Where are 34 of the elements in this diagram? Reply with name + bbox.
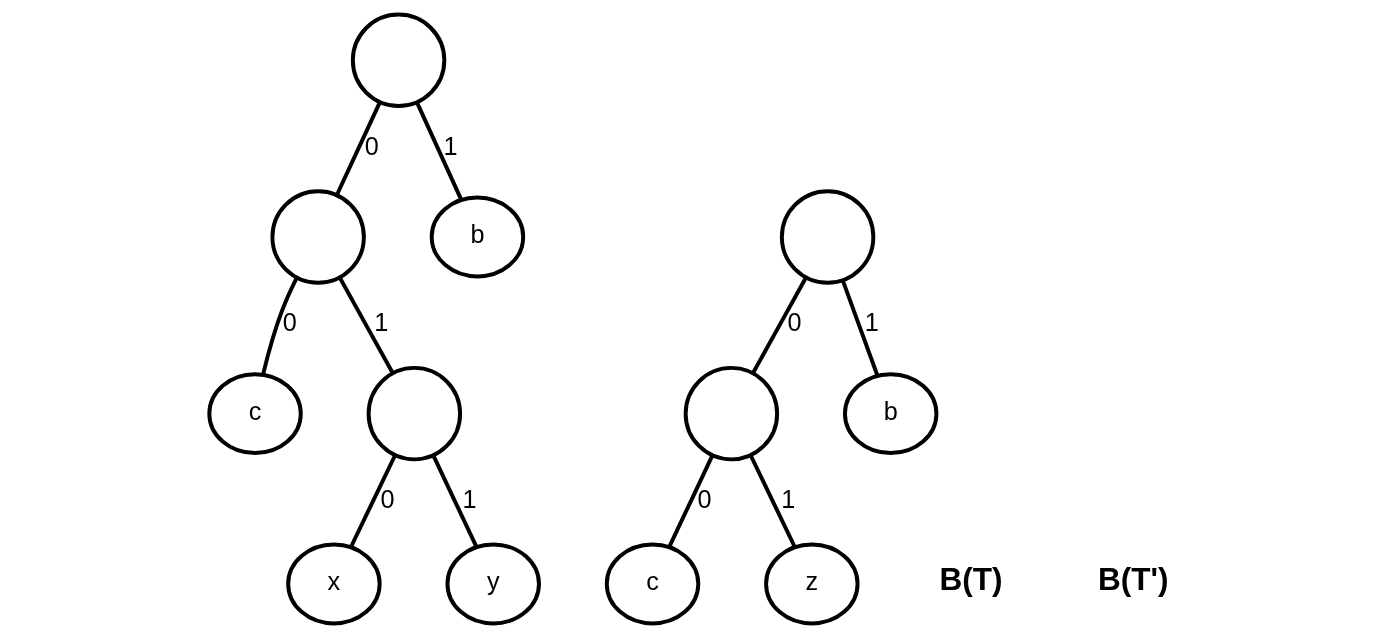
label: B(T) (939, 561, 1003, 598)
connector (349, 454, 397, 549)
node-ellipse: z (764, 542, 860, 626)
connector (841, 279, 880, 377)
edge-label: 0 (282, 308, 297, 337)
edge-label: 1 (443, 131, 458, 160)
connector (748, 454, 797, 549)
edge-label: 1 (864, 308, 879, 337)
node-circle (779, 189, 876, 285)
node-ellipse: c (207, 372, 303, 456)
connector (751, 276, 808, 375)
edge-label: 0 (380, 484, 395, 513)
edge-label: 0 (697, 484, 712, 513)
node-circle (683, 365, 780, 462)
node-circle (270, 189, 366, 285)
node-ellipse: c (604, 542, 701, 626)
edge-label: 0 (787, 308, 802, 337)
connector (338, 276, 395, 375)
node-circle (366, 365, 463, 462)
edge-label: 1 (462, 484, 477, 513)
edge-label: 1 (374, 308, 389, 337)
node-ellipse: x (286, 542, 382, 626)
edge-label: 0 (364, 131, 379, 160)
node-circle (350, 12, 447, 109)
edge-label: 1 (781, 484, 796, 513)
node-ellipse: b (429, 195, 526, 279)
connector (415, 101, 463, 201)
node-ellipse: b (843, 372, 939, 456)
label: B(T') (1098, 561, 1169, 598)
node-ellipse: y (445, 542, 541, 626)
connector (261, 276, 299, 376)
connector (335, 101, 382, 196)
connector (667, 454, 715, 548)
connector (431, 454, 479, 548)
